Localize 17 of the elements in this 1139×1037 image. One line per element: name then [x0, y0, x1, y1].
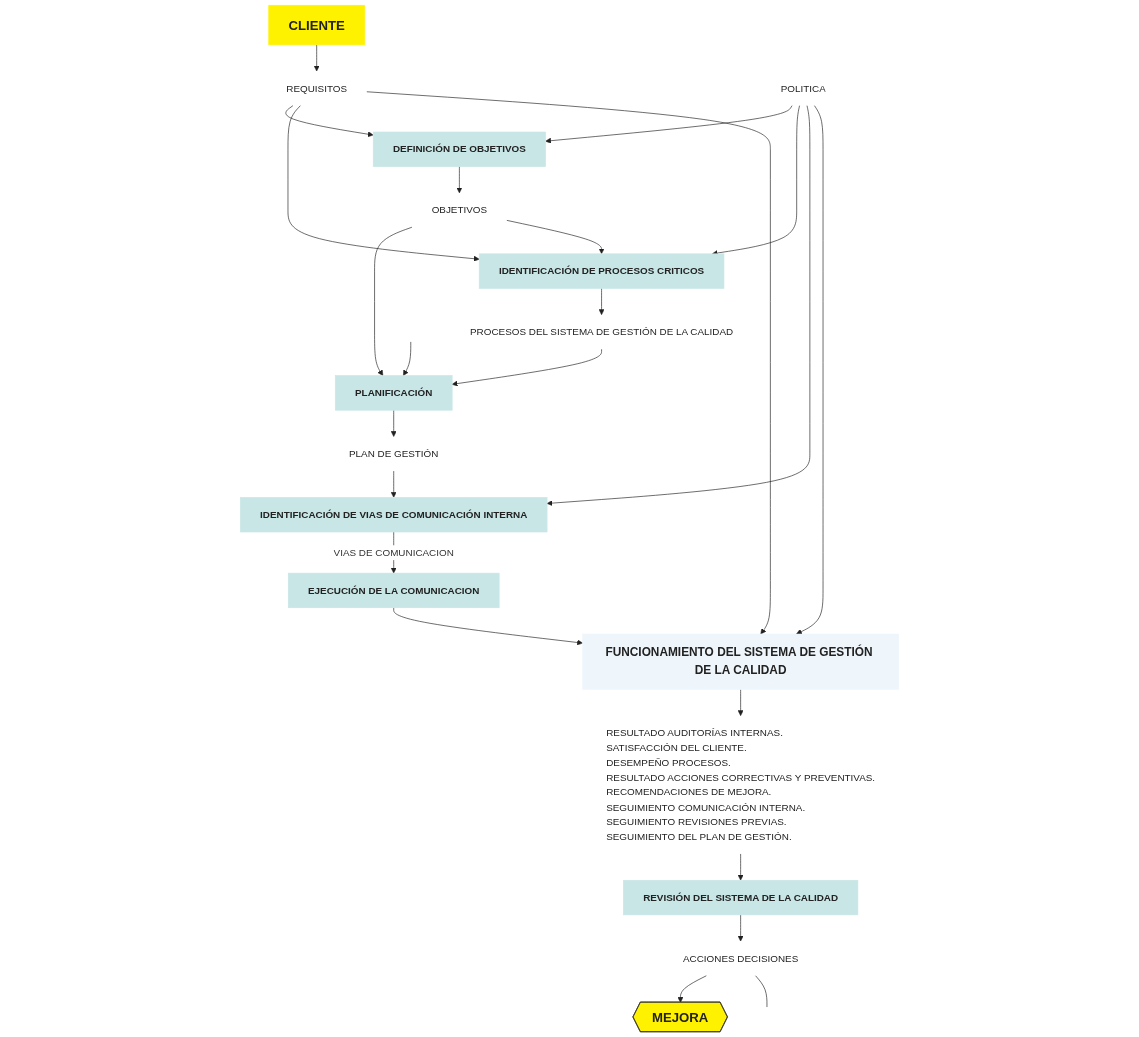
- node-box: IDENTIFICACIÓN DE PROCESOS CRITICOS: [478, 253, 725, 289]
- node-box: FUNCIONAMIENTO DEL SISTEMA DE GESTIÓN DE LA CALIDAD: [582, 633, 899, 690]
- edge-label: VIAS DE COMUNICACION: [333, 546, 454, 558]
- node-box: PLANIFICACIÓN: [334, 375, 453, 411]
- node-text: RESULTADO AUDITORÍAS INTERNAS. SATISFACCIÓN DEL CLIENTE. DESEMPEÑO PROCESOS. RESULTADO ACCIONES CORRECTIVAS Y PREVENTIVAS. RECOMENDACIONES DE MEJORA. SEGUIMIENTO COMUNICACIÓN INTERNA. SEGUIMIENTO REVISIONES PREVIAS. SEGUIMIENTO DEL PLAN DE GESTIÓN.: [606, 726, 876, 842]
- node-text: ACCIONES DECISIONES: [683, 952, 799, 964]
- node-box: DEFINICIÓN DE OBJETIVOS: [372, 131, 546, 167]
- node-box: REVISIÓN DEL SISTEMA DE LA CALIDAD: [623, 879, 859, 916]
- node-box: EJECUCIÓN DE LA COMUNICACION: [287, 572, 500, 609]
- connector: [755, 975, 768, 1008]
- node-text: OBJETIVOS: [431, 204, 488, 216]
- node-text: PROCESOS DEL SISTEMA DE GESTIÓN DE LA CALIDAD: [470, 325, 734, 338]
- node-text: POLITICA: [780, 82, 826, 94]
- node-box: IDENTIFICACIÓN DE VIAS DE COMUNICACIÓN INTERNA: [240, 497, 548, 533]
- node-box: CLIENTE: [268, 4, 365, 46]
- node-text: REQUISITOS: [286, 82, 348, 94]
- node-text: PLAN DE GESTIÓN: [348, 447, 439, 459]
